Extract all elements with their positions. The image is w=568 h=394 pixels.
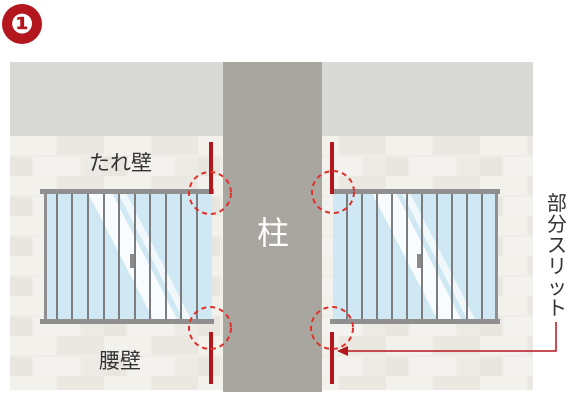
partial-slit-label-char: ス (547, 233, 567, 257)
partial-slit-label-char: 分 (547, 212, 567, 236)
dashed-circle-right-top (311, 170, 355, 214)
partial-slit-label-char: ト (547, 296, 567, 320)
dashed-circle-right-bottom (310, 306, 354, 350)
right-window (330, 189, 500, 324)
slit-line-right-top (330, 142, 334, 194)
dashed-circle-left-bottom (188, 306, 232, 350)
partial-slit-label-char: 部 (547, 191, 567, 215)
dashed-circle-left-top (188, 171, 232, 215)
bottom-wall-label: 腰壁 (99, 349, 141, 373)
top-wall-label: たれ壁 (89, 151, 152, 175)
slit-leader-line (337, 322, 557, 356)
partial-slit-label-char: ッ (547, 275, 567, 299)
pillar (223, 62, 322, 392)
slit-line-left-top (209, 142, 213, 194)
slit-highlight-circles (188, 170, 355, 350)
step-number-badge: ❶ (2, 4, 42, 44)
partial-slit-label: 部分スリット (545, 193, 568, 319)
slit-line-right-bottom (330, 332, 334, 384)
slit-lines (209, 142, 334, 384)
slit-line-left-bottom (209, 332, 213, 384)
partial-slit-label-char: リ (547, 254, 567, 278)
left-window (40, 189, 214, 324)
pillar-label: 柱 (257, 214, 290, 252)
